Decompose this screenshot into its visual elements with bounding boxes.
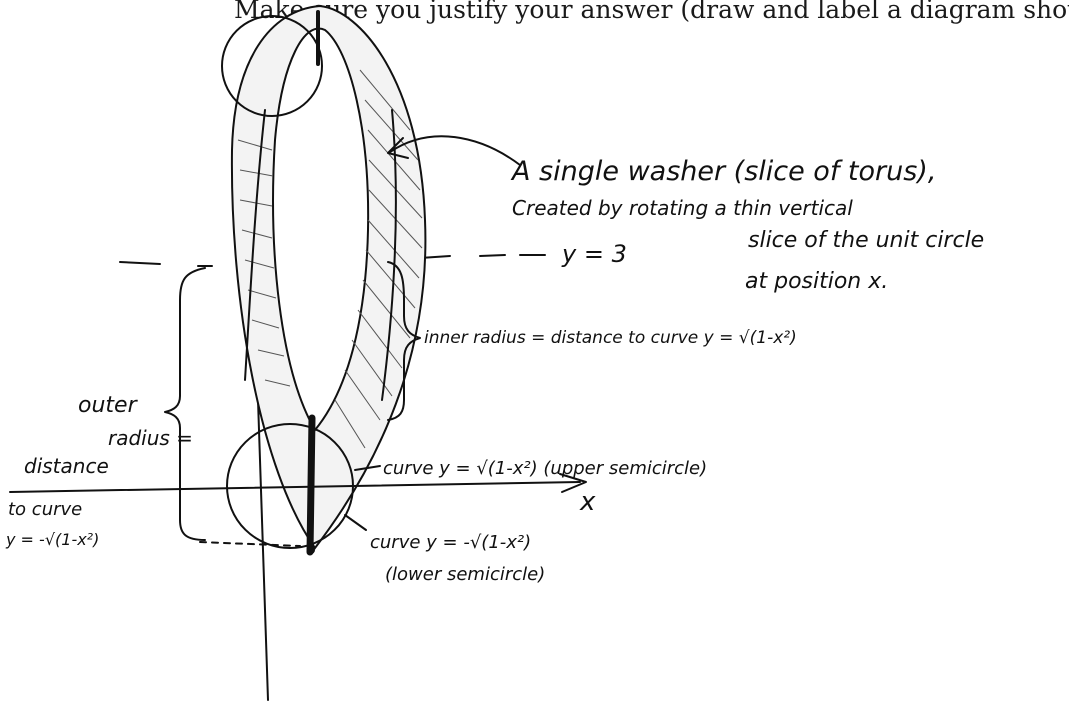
inner-radius-label: inner radius = distance to curve y = √(1… <box>424 328 797 348</box>
outer-radius-label-5: y = -√(1-x²) <box>5 530 99 549</box>
outer-radius-dashed <box>199 541 301 547</box>
axis-line-label: y = 3 <box>561 240 627 268</box>
outer-radius-label-3: distance <box>24 454 109 478</box>
outer-radius-label-4: to curve <box>8 499 82 520</box>
header-text: Make sure you justify your answer (draw … <box>234 0 1069 24</box>
washer-description-line3: slice of the unit circle <box>748 228 984 253</box>
washer-pointer-arrow <box>389 135 521 166</box>
lower-curve-label-2: (lower semicircle) <box>385 564 545 585</box>
washer-description-line4: at position x. <box>745 269 888 294</box>
x-axis-label: x <box>579 487 596 517</box>
washer-title: A single washer (slice of torus), <box>510 156 936 187</box>
outer-radius-label-2: radius = <box>108 426 193 450</box>
inner-radius-brace <box>387 261 421 421</box>
washer-description-line2: Created by rotating a thin vertical <box>512 196 853 220</box>
x-axis-arrowhead <box>559 473 587 493</box>
outer-radius-label-1: outer <box>78 393 139 418</box>
upper-curve-pointer <box>354 465 381 471</box>
washer-ring <box>230 4 427 550</box>
outer-radius-brace <box>164 267 206 541</box>
slice-endpoint <box>307 546 315 554</box>
lower-curve-label-1: curve y = -√(1-x²) <box>370 532 531 553</box>
rotated-circle <box>221 15 323 117</box>
upper-curve-label: curve y = √(1-x²) (upper semicircle) <box>383 458 707 479</box>
washer-pointer-arrowhead <box>387 137 409 159</box>
y-axis <box>257 399 269 701</box>
vertical-slice <box>306 414 316 556</box>
x-axis <box>9 481 581 493</box>
lower-curve-pointer <box>344 514 367 531</box>
